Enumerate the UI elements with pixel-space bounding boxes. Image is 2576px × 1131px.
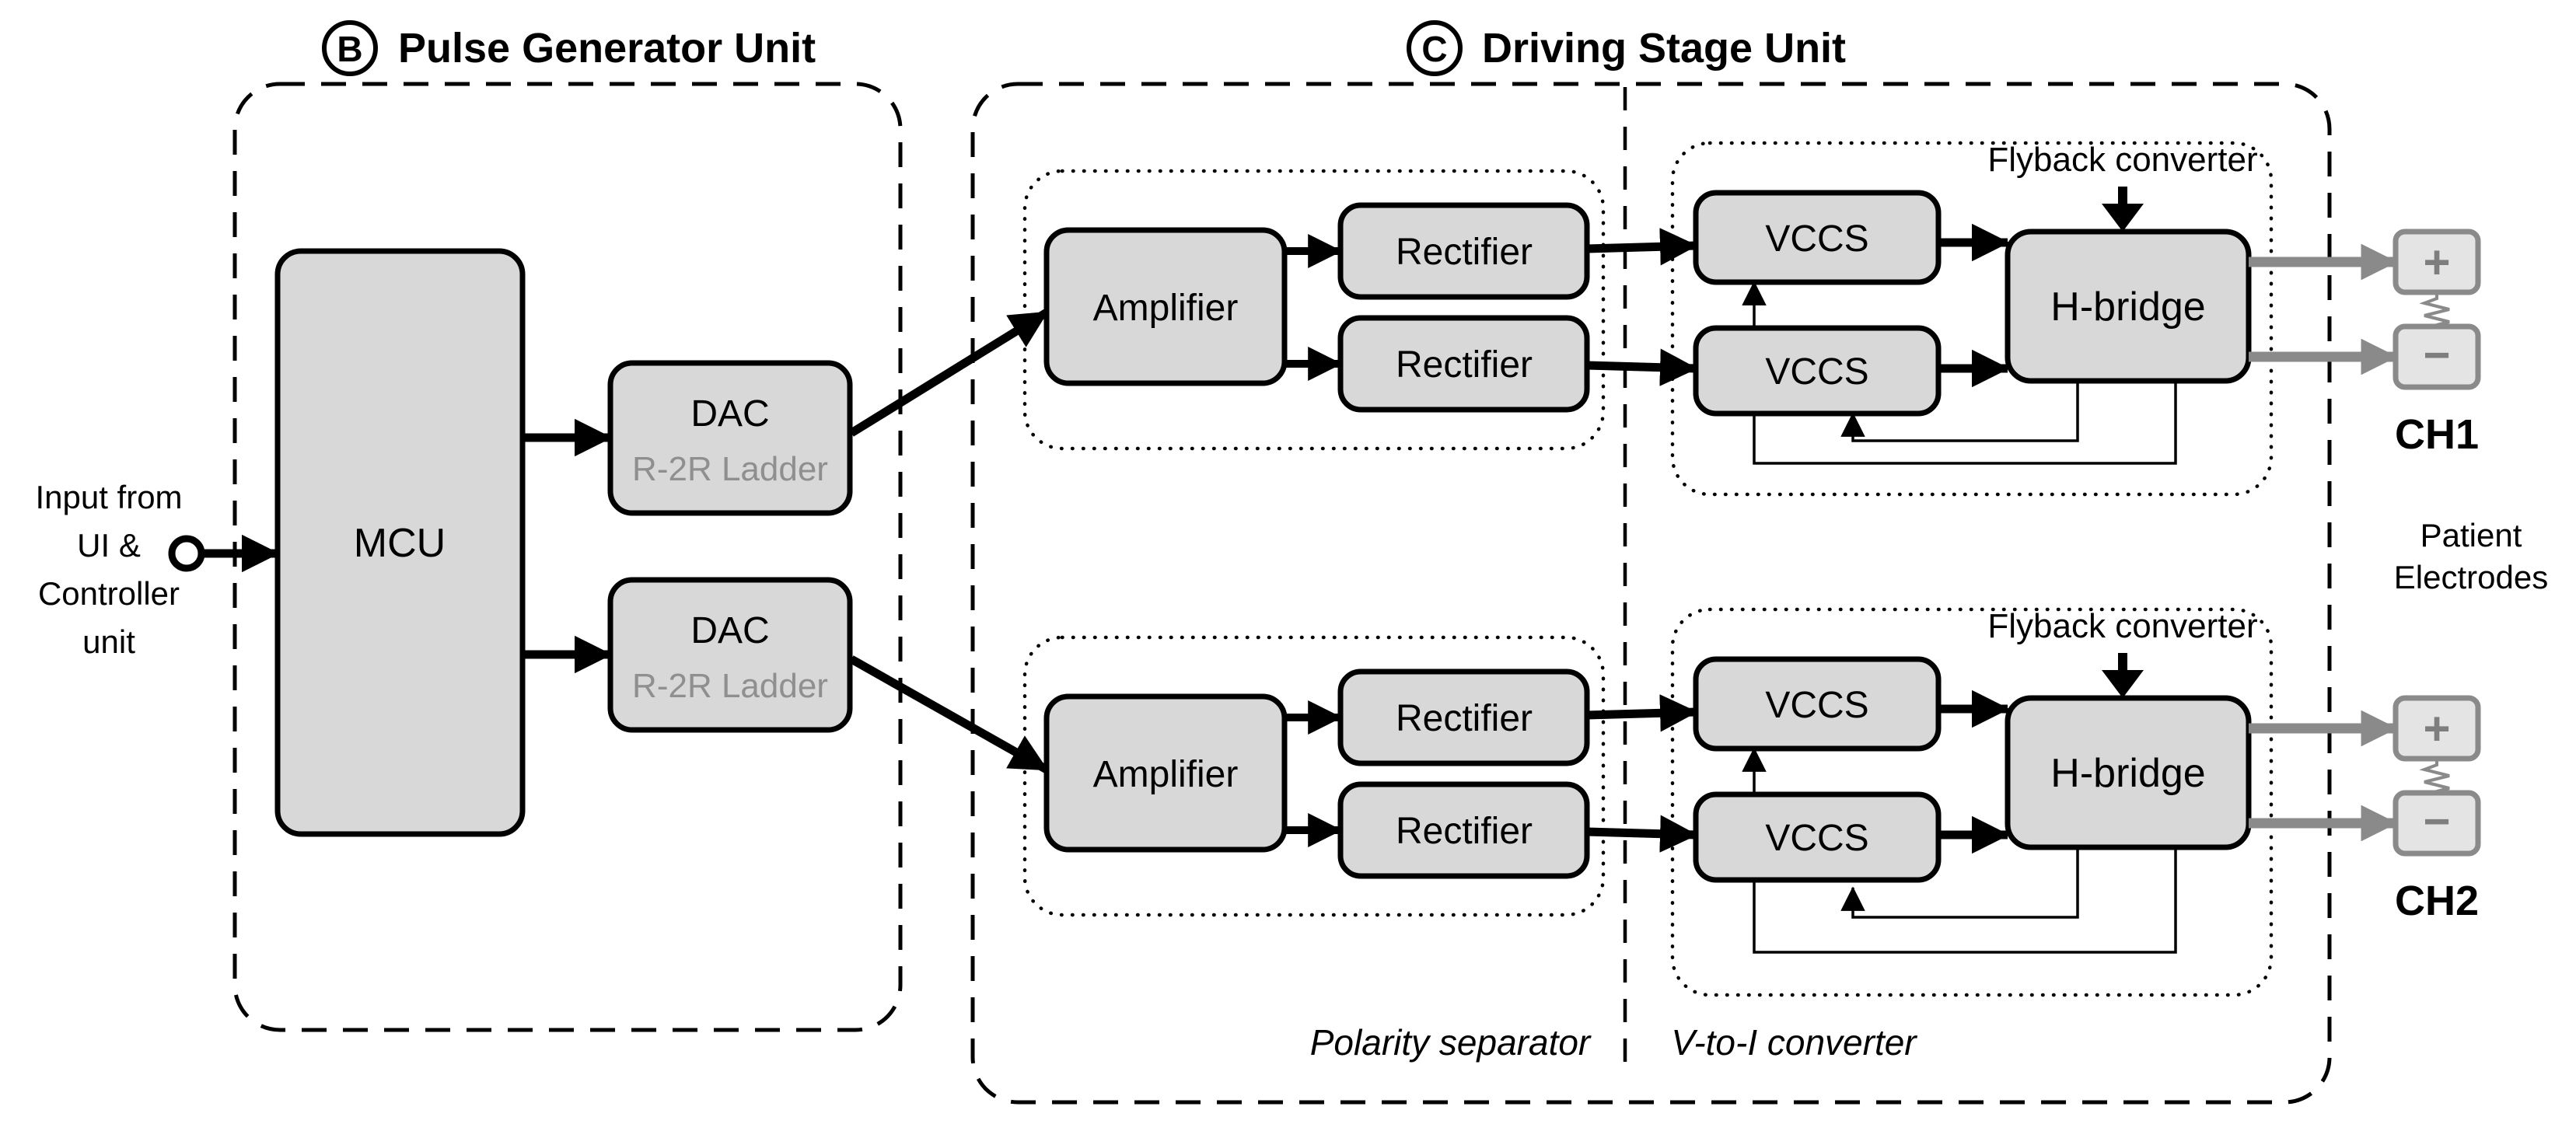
dac1-box xyxy=(607,360,853,516)
rectifier2a-label: Rectifier xyxy=(1396,698,1533,739)
patient-electrodes-caption: Patient Electrodes xyxy=(2394,517,2548,595)
input-label-line3: Controller xyxy=(38,575,180,612)
section-header-pulse: B Pulse Generator Unit xyxy=(322,20,816,76)
input-label-line2: UI & xyxy=(77,527,141,564)
ch1-label: CH1 xyxy=(2395,411,2479,458)
ch1-output: + − CH1 xyxy=(2249,229,2481,458)
arrow-dac1-to-amplifier1 xyxy=(849,309,1049,437)
hbridge1-label: H-bridge xyxy=(2050,284,2205,330)
vccs1-label: VCCS xyxy=(1765,218,1868,260)
polarity-separator-caption: Polarity separator xyxy=(1310,1022,1592,1063)
mcu-block: MCU xyxy=(274,248,526,837)
electrode-minus-ch2-symbol: − xyxy=(2423,795,2450,847)
badge-c-circle xyxy=(1407,20,1463,76)
electrode-minus-ch2 xyxy=(2392,790,2481,857)
pulse-unit-title: Pulse Generator Unit xyxy=(398,25,816,72)
amplifier1-label: Amplifier xyxy=(1093,288,1239,329)
dac2-label: DAC xyxy=(690,610,769,651)
rectifier1a-block: Rectifier xyxy=(1337,202,1590,300)
rectifier1a-label: Rectifier xyxy=(1396,232,1533,273)
input-label-line4: unit xyxy=(82,623,135,660)
input-source: Input from UI & Controller unit xyxy=(35,479,280,660)
dac2-sublabel: R-2R Ladder xyxy=(632,667,828,705)
amplifier2-block: Amplifier xyxy=(1043,693,1288,853)
rectifier2a-block: Rectifier xyxy=(1337,668,1590,766)
driving-unit-title: Driving Stage Unit xyxy=(1482,25,1846,72)
electrode-minus-ch1-symbol: − xyxy=(2423,329,2450,381)
mcu-label: MCU xyxy=(354,521,446,566)
vccs2-label: VCCS xyxy=(1765,351,1868,393)
rectifier2b-block: Rectifier xyxy=(1337,781,1590,879)
arrow-rect2a-to-vccs3 xyxy=(1586,694,1698,732)
electrode-minus-ch1 xyxy=(2392,323,2481,390)
flyback1-arrow-icon xyxy=(2102,204,2144,232)
badge-c-label: C xyxy=(1421,29,1447,69)
dac1-label: DAC xyxy=(690,393,769,435)
ch2-output: + − CH2 xyxy=(2249,695,2481,924)
mcu-box xyxy=(274,248,526,837)
arrow-rect1a-to-vccs1 xyxy=(1586,228,1698,266)
hbridge1-block: H-bridge xyxy=(2005,229,2252,384)
input-label-line1: Input from xyxy=(35,479,182,515)
polarity-separator-box-ch1 xyxy=(1022,169,1606,451)
hbridge2-box xyxy=(2005,695,2252,850)
rectifier2b-box xyxy=(1337,781,1590,879)
dac1-sublabel: R-2R Ladder xyxy=(632,450,828,488)
amplifier2-box xyxy=(1043,693,1288,853)
vtoi-converter-box-ch2 xyxy=(1670,607,2274,997)
dac2-box xyxy=(607,577,853,733)
patient-caption-line2: Electrodes xyxy=(2394,559,2548,595)
vccs3-block: VCCS xyxy=(1693,656,1942,752)
resistor-icon-ch2 xyxy=(2419,759,2450,793)
input-terminal-icon xyxy=(168,535,205,572)
vtoi-converter-box-ch1 xyxy=(1670,141,2274,497)
arrow-rect1b-to-vccs2 xyxy=(1586,348,1698,386)
patient-caption-line1: Patient xyxy=(2420,517,2522,553)
electrode-plus-ch2-symbol: + xyxy=(2423,703,2450,755)
amplifier2-label: Amplifier xyxy=(1093,754,1239,795)
hbridge2-block: H-bridge xyxy=(2005,695,2252,850)
vccs2-block: VCCS xyxy=(1693,325,1942,417)
badge-b-circle xyxy=(322,20,378,76)
driving-unit-box xyxy=(970,82,2332,1105)
vccs1-box xyxy=(1693,190,1942,285)
arrow-dac2-to-amplifier2 xyxy=(849,655,1049,773)
feedback-hbridge1-to-vccs2 xyxy=(1840,381,2079,442)
vccs4-label: VCCS xyxy=(1765,818,1868,859)
amplifier1-box xyxy=(1043,227,1288,386)
flyback2-arrow-icon xyxy=(2102,670,2144,698)
hbridge1-box xyxy=(2005,229,2252,384)
rectifier1b-block: Rectifier xyxy=(1337,315,1590,413)
section-header-driving: C Driving Stage Unit xyxy=(1407,20,1846,76)
vccs1-block: VCCS xyxy=(1693,190,1942,285)
polarity-separator-box-ch2 xyxy=(1022,635,1606,917)
ch2-label: CH2 xyxy=(2395,878,2479,924)
rectifier1b-box xyxy=(1337,315,1590,413)
flyback1: Flyback converter xyxy=(1987,141,2258,232)
rectifier1a-box xyxy=(1337,202,1590,300)
badge-b-label: B xyxy=(337,29,362,69)
hbridge2-label: H-bridge xyxy=(2050,751,2205,796)
vccs3-box xyxy=(1693,656,1942,752)
flyback2: Flyback converter xyxy=(1987,607,2258,698)
resistor-icon-ch1 xyxy=(2419,292,2450,326)
flyback1-label: Flyback converter xyxy=(1987,141,2257,179)
arrow-rect2b-to-vccs4 xyxy=(1586,815,1698,853)
vccs4-block: VCCS xyxy=(1693,791,1942,883)
flyback2-label: Flyback converter xyxy=(1987,607,2257,645)
feedback-hbridge2-to-vccs4 xyxy=(1840,847,2079,919)
rectifier1b-label: Rectifier xyxy=(1396,344,1533,386)
rectifier2b-label: Rectifier xyxy=(1396,811,1533,852)
rectifier2a-box xyxy=(1337,668,1590,766)
vtoi-converter-caption: V-to-I converter xyxy=(1671,1022,1917,1063)
vccs3-label: VCCS xyxy=(1765,685,1868,726)
amplifier1-block: Amplifier xyxy=(1043,227,1288,386)
dac1-block: DAC R-2R Ladder xyxy=(607,360,853,516)
electrode-plus-ch1-symbol: + xyxy=(2423,236,2450,288)
dac2-block: DAC R-2R Ladder xyxy=(607,577,853,733)
